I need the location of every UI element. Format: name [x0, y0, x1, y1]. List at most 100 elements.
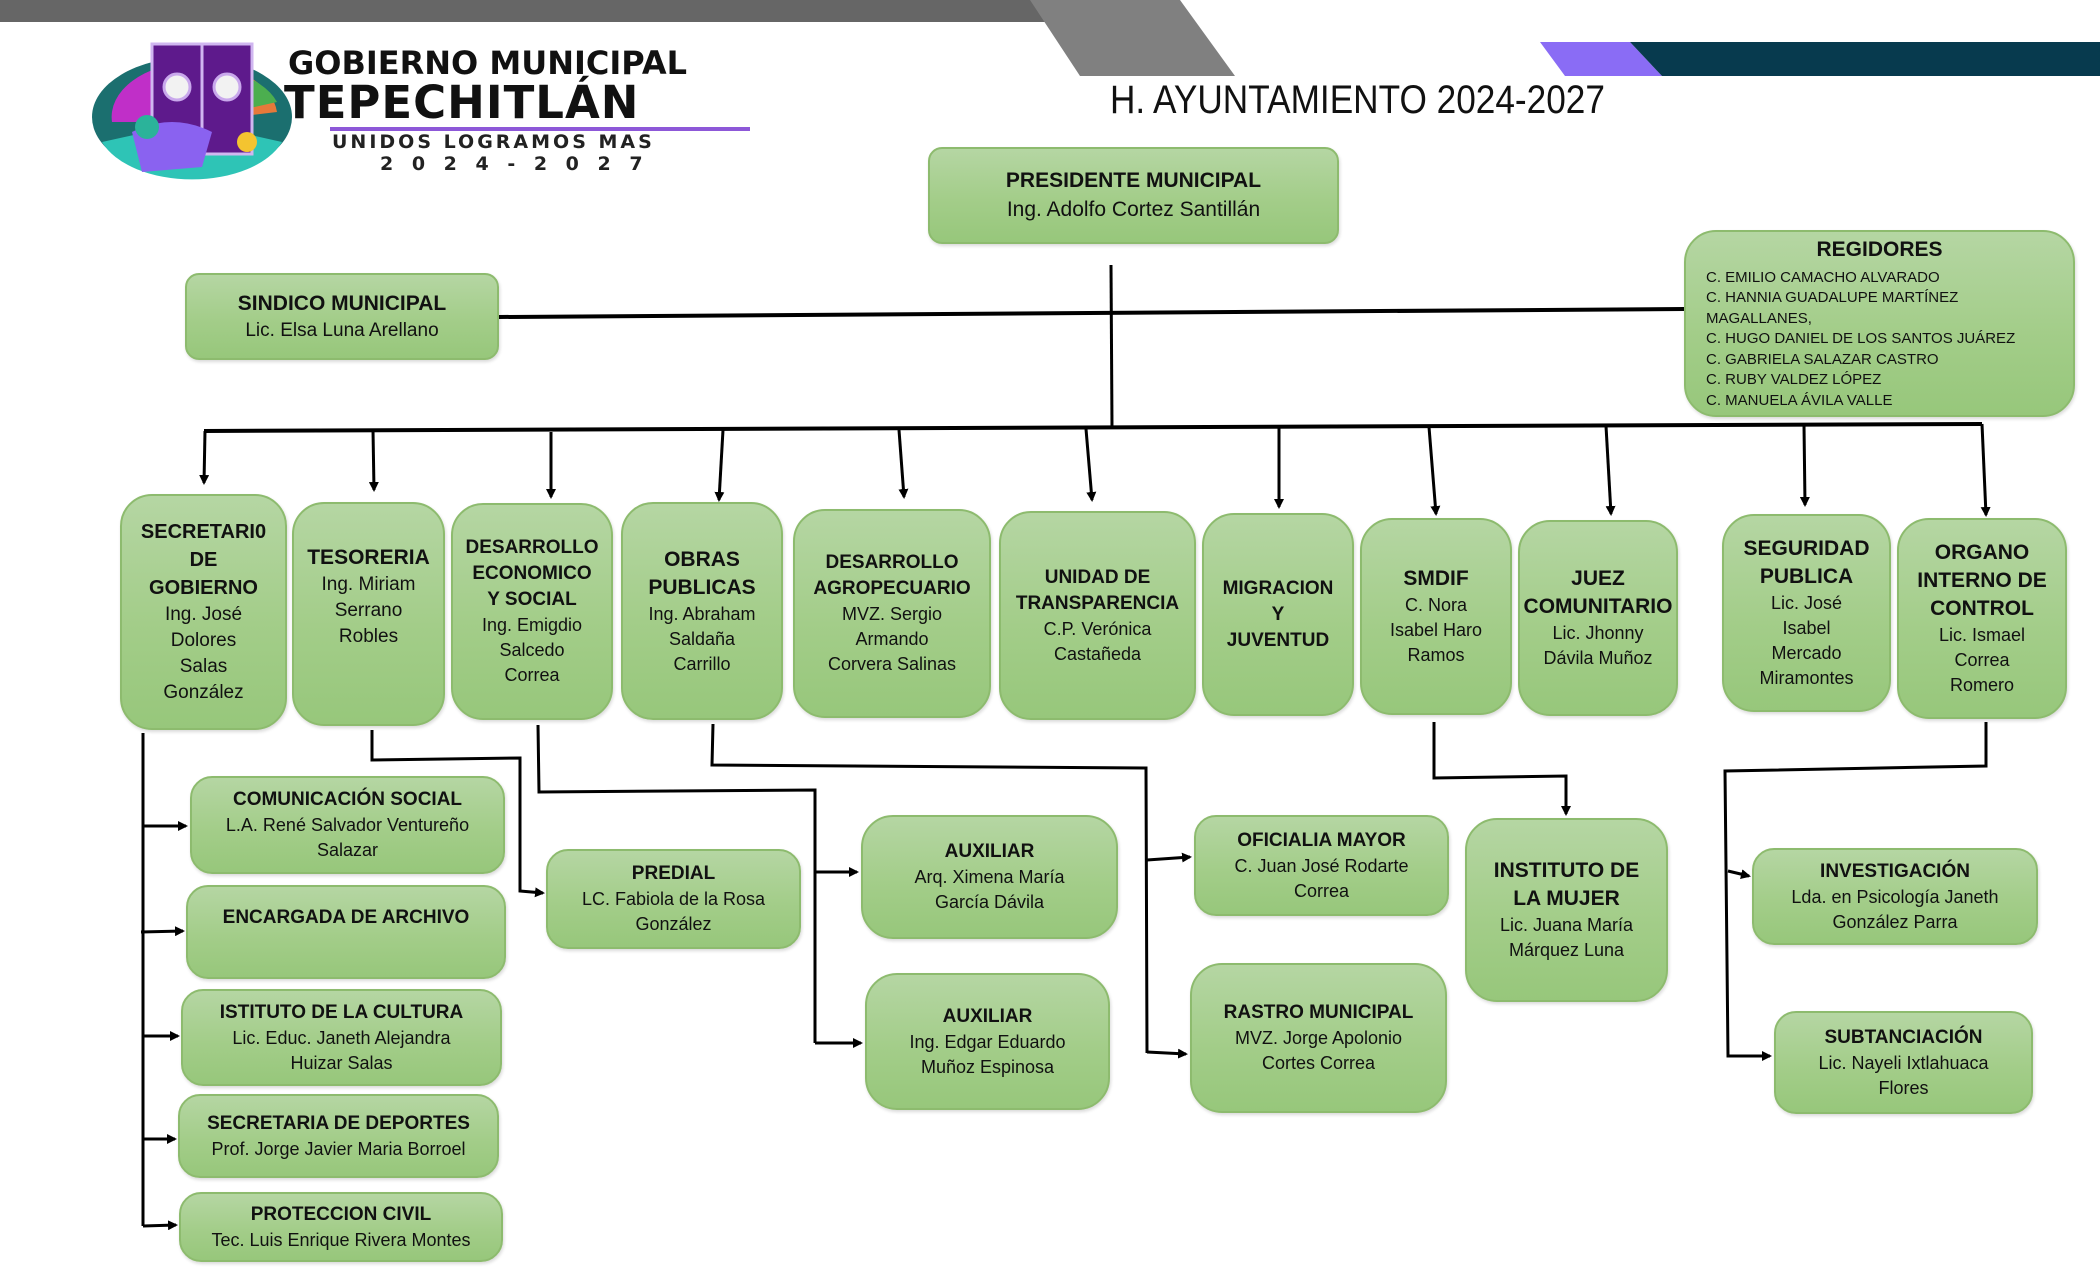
unit-substanciacion[interactable]: SUBTANCIACIÓN Lic. Nayeli Ixtlahuaca Flo…	[1774, 1011, 2033, 1114]
regidores-title: REGIDORES	[1816, 237, 1943, 261]
dept-name: Ing. Emigdio	[481, 615, 583, 635]
unit-title: INSTITUTO DE	[1493, 859, 1640, 882]
drop-organo	[1980, 423, 1991, 517]
drop-secretario	[199, 430, 210, 485]
dept-smdif[interactable]: SMDIF C. Nora Isabel Haro Ramos	[1360, 518, 1512, 715]
unit-name: Prof. Jorge Javier Maria Borroel	[211, 1138, 466, 1159]
unit-instituto-mujer[interactable]: INSTITUTO DE LA MUJER Lic. Juana María M…	[1465, 818, 1668, 1002]
dept-title: DE	[189, 549, 218, 571]
drop-agropecuario	[897, 429, 909, 499]
band-dark-gray	[0, 0, 1065, 22]
unit-name: Huizar Salas	[290, 1052, 393, 1073]
dept-name: Isabel Haro	[1389, 620, 1483, 640]
drop-transparencia	[1084, 428, 1097, 502]
dept-title: AGROPECUARIO	[813, 578, 971, 599]
unit-title: AUXILIAR	[942, 1005, 1033, 1027]
unit-oficialia-mayor[interactable]: OFICIALIA MAYOR C. Juan José Rodarte Cor…	[1194, 815, 1449, 916]
presidente-box[interactable]: PRESIDENTE MUNICIPAL Ing. Adolfo Cortez …	[928, 147, 1339, 244]
dept-name: Ramos	[1407, 645, 1465, 665]
dept-migracion-juventud[interactable]: MIGRACION Y JUVENTUD	[1202, 513, 1354, 716]
trunk-line	[1109, 264, 1114, 428]
arrow-proteccion	[142, 1220, 178, 1231]
unit-name: Lic. Juana María	[1499, 915, 1634, 935]
presidente-title: PRESIDENTE MUNICIPAL	[1005, 168, 1262, 192]
dept-title: Y	[1271, 603, 1285, 625]
regidores-box[interactable]: REGIDORES C. EMILIO CAMACHO ALVARADO C. …	[1684, 230, 2075, 417]
drop-tesoreria	[368, 429, 379, 492]
arrow-investigacion	[1727, 869, 1751, 880]
dept-unidad-transparencia[interactable]: UNIDAD DE TRANSPARENCIA C.P. Verónica Ca…	[999, 511, 1196, 720]
dept-name: Ing. Miriam	[321, 574, 416, 595]
drop-smdif	[1427, 426, 1441, 516]
dept-desarrollo-agropecuario[interactable]: DESARROLLO AGROPECUARIO MVZ. Sergio Arma…	[793, 509, 991, 718]
dept-name: Armando	[855, 629, 929, 649]
dept-name: Lic. José	[1770, 593, 1843, 613]
arrow-oficialia	[1146, 852, 1192, 863]
dept-juez-comunitario[interactable]: JUEZ COMUNITARIO Lic. Jhonny Dávila Muño…	[1518, 520, 1678, 716]
unit-name: LC. Fabiola de la Rosa	[581, 889, 766, 909]
band-purple	[1540, 42, 1662, 76]
dept-name: Ing. José	[164, 604, 243, 625]
dept-title: ORGANO	[1934, 541, 2030, 564]
unit-proteccion-civil[interactable]: PROTECCION CIVIL Tec. Luis Enrique River…	[179, 1192, 503, 1262]
dept-title: ECONOMICO	[472, 563, 592, 584]
unit-name: Lic. Nayeli Ixtlahuaca	[1818, 1052, 1989, 1073]
municipal-logo-emblem	[92, 42, 292, 180]
dept-name: Correa	[1954, 650, 2010, 670]
sindico-name: Lic. Elsa Luna Arellano	[245, 319, 439, 341]
obras-oficialia-line	[710, 723, 1149, 1054]
presidente-name: Ing. Adolfo Cortez Santillán	[1006, 197, 1261, 221]
unit-title: OFICIALIA MAYOR	[1237, 829, 1406, 851]
dept-organo-interno-control[interactable]: ORGANO INTERNO DE CONTROL Lic. Ismael Co…	[1897, 518, 2067, 719]
sindico-box[interactable]: SINDICO MUNICIPAL Lic. Elsa Luna Arellan…	[185, 273, 499, 360]
dept-name: Mercado	[1771, 643, 1842, 663]
dept-seguridad-publica[interactable]: SEGURIDAD PUBLICA Lic. José Isabel Merca…	[1722, 514, 1891, 712]
unit-title: PROTECCION CIVIL	[250, 1203, 432, 1225]
sindico-regidores-line	[498, 307, 1685, 319]
dept-name: Dávila Muñoz	[1543, 648, 1653, 668]
dept-name: Ing. Abraham	[648, 603, 756, 624]
dept-name: Romero	[1949, 675, 2015, 695]
dept-obras-publicas[interactable]: OBRAS PUBLICAS Ing. Abraham Saldaña Carr…	[621, 502, 783, 720]
unit-title: ISTITUTO DE LA CULTURA	[219, 1001, 464, 1023]
unit-comunicacion-social[interactable]: COMUNICACIÓN SOCIAL L.A. René Salvador V…	[190, 776, 505, 874]
unit-name: Lic. Educ. Janeth Alejandra	[232, 1027, 451, 1048]
unit-predial[interactable]: PREDIAL LC. Fabiola de la Rosa González	[546, 849, 801, 949]
header-bands	[0, 0, 2100, 76]
unit-title: INVESTIGACIÓN	[1820, 860, 1970, 882]
regidor-item: C. GABRIELA SALAZAR CASTRO	[1706, 350, 1939, 368]
dept-tesoreria[interactable]: TESORERIA Ing. Miriam Serrano Robles	[292, 502, 445, 726]
unit-title: COMUNICACIÓN SOCIAL	[232, 789, 463, 810]
dept-title: TESORERIA	[307, 546, 430, 569]
band-gray	[1030, 0, 1235, 76]
unit-name: Cortes Correa	[1261, 1053, 1376, 1073]
dept-name: Dolores	[170, 630, 237, 651]
unit-auxiliar-2[interactable]: AUXILIAR Ing. Edgar Eduardo Muñoz Espino…	[865, 973, 1110, 1110]
dept-title: SECRETARI0	[140, 521, 267, 543]
dept-name: Serrano	[334, 600, 403, 621]
dept-name: MVZ. Sergio	[841, 604, 943, 624]
logo-underline	[330, 127, 750, 131]
dept-name: Carrillo	[673, 653, 731, 674]
unit-encargada-archivo[interactable]: ENCARGADA DE ARCHIVO	[186, 885, 506, 979]
unit-investigacion[interactable]: INVESTIGACIÓN Lda. en Psicología Janeth …	[1752, 848, 2038, 945]
dept-title: SMDIF	[1403, 567, 1469, 590]
dept-secretario-gobierno[interactable]: SECRETARI0 DE GOBIERNO Ing. José Dolores…	[120, 494, 287, 730]
unit-title: LA MUJER	[1513, 887, 1620, 910]
dept-title: DESARROLLO	[825, 552, 959, 573]
unit-secretaria-deportes[interactable]: SECRETARIA DE DEPORTES Prof. Jorge Javie…	[178, 1094, 499, 1178]
organo-investigacion-line	[1723, 722, 1988, 1061]
dept-name: Miramontes	[1759, 668, 1854, 688]
dept-title: SEGURIDAD	[1743, 537, 1870, 560]
unit-instituto-cultura[interactable]: ISTITUTO DE LA CULTURA Lic. Educ. Janeth…	[181, 989, 502, 1086]
dept-title: INTERNO DE	[1917, 569, 2047, 592]
deseco-auxiliar-line	[536, 724, 817, 1043]
dept-desarrollo-economico[interactable]: DESARROLLO ECONOMICO Y SOCIAL Ing. Emigd…	[451, 503, 613, 720]
unit-auxiliar-1[interactable]: AUXILIAR Arq. Ximena María García Dávila	[861, 815, 1118, 939]
unit-name: Tec. Luis Enrique Rivera Montes	[211, 1229, 471, 1250]
unit-title: AUXILIAR	[944, 841, 1035, 862]
unit-name: C. Juan José Rodarte	[1234, 855, 1409, 876]
dept-name: Lic. Jhonny	[1552, 623, 1644, 643]
unit-rastro-municipal[interactable]: RASTRO MUNICIPAL MVZ. Jorge Apolonio Cor…	[1190, 963, 1447, 1113]
regidor-item: C. EMILIO CAMACHO ALVARADO	[1706, 268, 1940, 286]
